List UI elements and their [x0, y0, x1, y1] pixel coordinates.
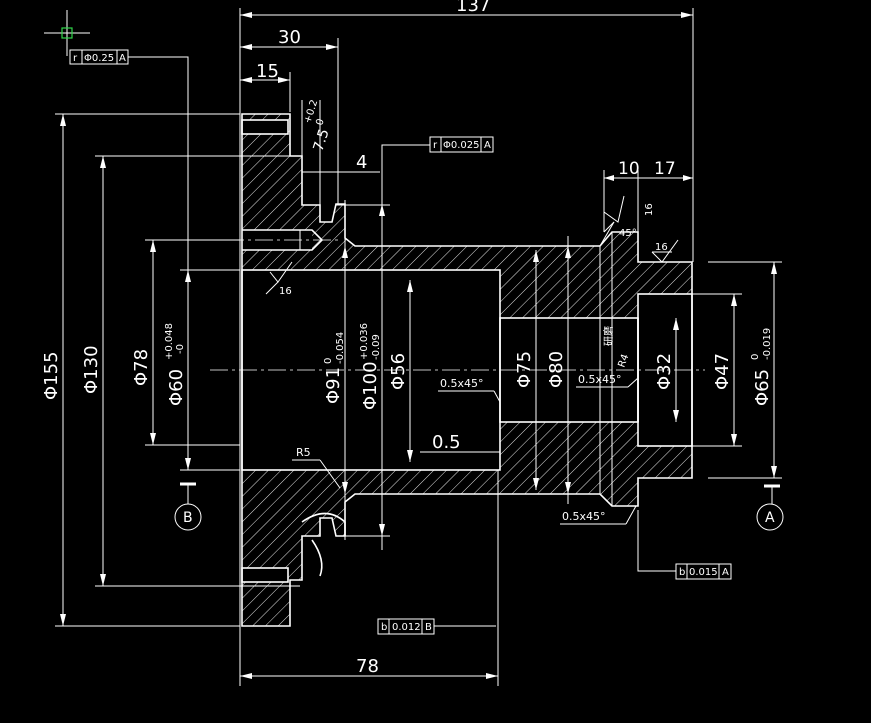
- tf2-symbol: r: [433, 140, 438, 151]
- datum-a: A: [756, 484, 784, 531]
- roughness-symbol-icon: 16: [265, 261, 293, 297]
- tf3-value: 0.012: [392, 622, 421, 633]
- note-grind: 研磨: [603, 326, 615, 346]
- tolerance-frame-1[interactable]: r Φ0.25 A: [69, 49, 189, 270]
- dimension-labels: 137 30 15 4 10 17 78 0.5 Φ155 Φ130 Φ78 Φ…: [41, 0, 773, 677]
- tf4-datum: A: [722, 567, 729, 578]
- tf3-datum: B: [425, 622, 432, 633]
- angle-45: 45°: [619, 228, 637, 239]
- dim-dia-78: Φ78: [131, 349, 152, 386]
- dim-dia-65-upper: 0: [750, 354, 761, 360]
- roughness-symbol-icon: 16: [603, 195, 655, 233]
- dim-dia-155: Φ155: [41, 351, 62, 400]
- dim-dia-80: Φ80: [546, 351, 567, 388]
- dim-dia-91-upper: 0: [323, 358, 334, 364]
- roughness-symbols: 16 16 16: [265, 195, 679, 297]
- dim-groove-7-5: 7.5: [311, 127, 333, 153]
- dim-dia-91: Φ91: [323, 367, 344, 404]
- chamfer-label-3: 0.5x45°: [562, 510, 606, 523]
- dim-dia-130: Φ130: [81, 345, 102, 394]
- dim-15: 15: [256, 61, 279, 82]
- dim-4: 4: [356, 152, 367, 173]
- roughness-symbol-icon: 16: [651, 239, 679, 263]
- dim-dia-60-lower: -0: [175, 344, 186, 354]
- horizontal-dimensions: [239, 8, 694, 686]
- tf1-datum: A: [119, 53, 126, 64]
- dim-30: 30: [278, 27, 301, 48]
- roughness-value-3: 16: [655, 242, 668, 253]
- dim-dia-100-upper: +0.036: [359, 323, 370, 360]
- dim-dia-75: Φ75: [514, 351, 535, 388]
- roughness-value-2: 16: [644, 203, 655, 216]
- dim-dia-56: Φ56: [388, 353, 409, 390]
- tf3-symbol: b: [381, 622, 387, 633]
- dim-dia-60-upper: +0.048: [164, 323, 175, 360]
- dim-dia-65: Φ65: [752, 369, 773, 406]
- dim-dia-100-lower: -0.09: [371, 334, 382, 360]
- tf2-datum: A: [484, 140, 491, 151]
- dim-10: 10: [618, 159, 640, 179]
- datum-a-label: A: [765, 510, 775, 526]
- vertical-dimensions: [55, 113, 782, 627]
- center-lines: [210, 239, 705, 371]
- dim-dia-47: Φ47: [712, 353, 733, 390]
- tolerance-frame-3[interactable]: b 0.012 B: [377, 618, 496, 635]
- datum-b-label: B: [183, 510, 193, 526]
- dim-radius-r4: R4: [616, 353, 631, 369]
- tolerance-frame-2[interactable]: r Φ0.025 A: [381, 136, 494, 200]
- tf1-symbol: r: [73, 53, 78, 64]
- chamfer-label-1: 0.5x45°: [440, 377, 484, 390]
- dim-dia-32: Φ32: [654, 353, 675, 390]
- dim-radius-r5: R5: [296, 446, 311, 459]
- tolerance-frame-4[interactable]: b 0.015 A: [637, 510, 732, 580]
- roughness-value-1: 16: [279, 286, 292, 297]
- dim-78: 78: [356, 656, 379, 677]
- dim-groove-7-5-lower: 0: [314, 117, 326, 126]
- dim-dia-60: Φ60: [166, 369, 187, 406]
- dim-137: 137: [456, 0, 490, 16]
- tf4-symbol: b: [679, 567, 685, 578]
- dim-dia-65-lower: -0.019: [762, 328, 773, 360]
- tf1-value: Φ0.25: [84, 53, 114, 64]
- dim-0-5: 0.5: [432, 432, 461, 453]
- datum-b: B: [174, 482, 202, 531]
- tf4-value: 0.015: [689, 567, 718, 578]
- dim-17: 17: [654, 159, 676, 179]
- dim-dia-91-lower: -0.054: [335, 332, 346, 364]
- tf2-value: Φ0.025: [443, 140, 480, 151]
- crosshair-cursor-icon: [44, 10, 90, 56]
- dim-dia-100: Φ100: [360, 361, 381, 410]
- chamfer-label-2: 0.5x45°: [578, 373, 622, 386]
